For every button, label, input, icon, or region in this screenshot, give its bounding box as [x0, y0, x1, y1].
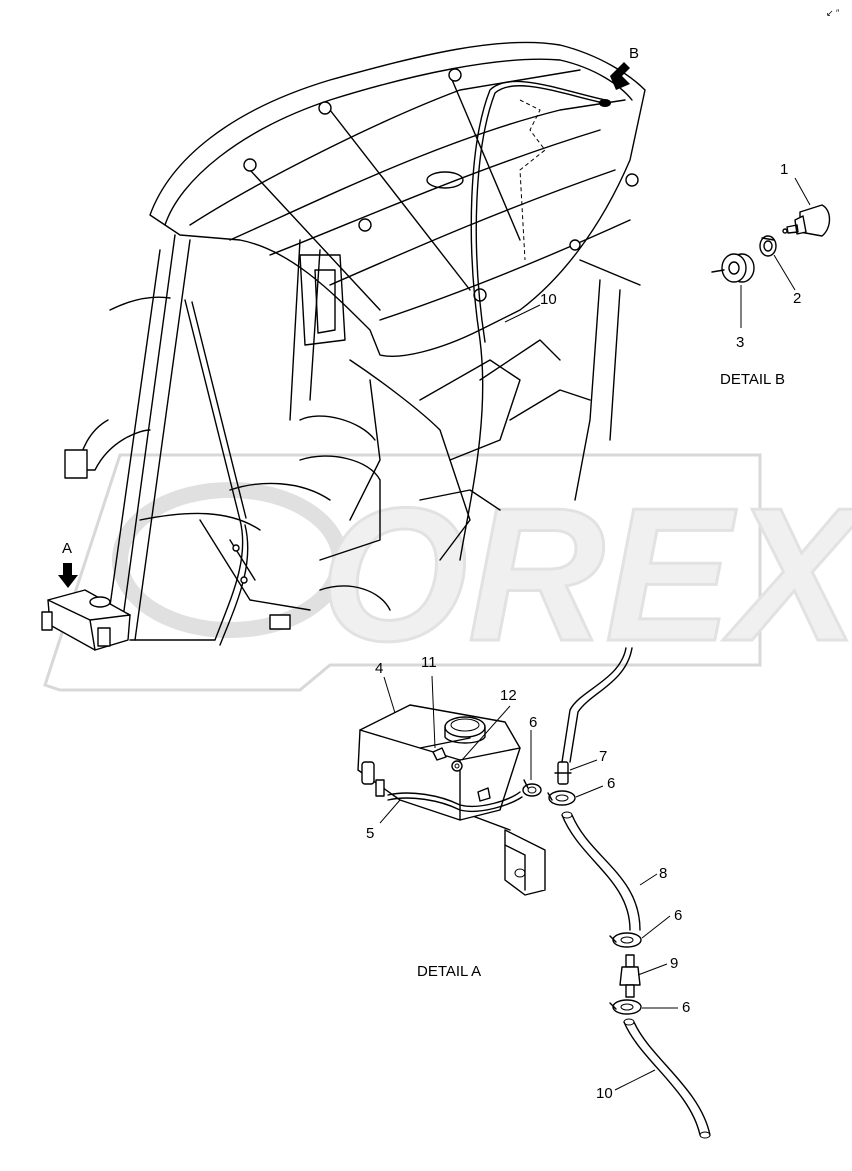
- part-number-12: 12: [500, 687, 517, 704]
- bushing-part: [759, 235, 777, 257]
- part-number-1: 1: [780, 161, 788, 178]
- callout-b-label: B: [629, 45, 639, 62]
- part-number-10-cab: 10: [540, 291, 557, 308]
- part-number-9: 9: [670, 955, 678, 972]
- cab-drawing: [41, 41, 646, 651]
- watermark-text: OREX: [320, 469, 852, 681]
- arrow-a-icon: [58, 563, 78, 588]
- part-number-8: 8: [659, 865, 667, 882]
- part-number-11: 11: [421, 654, 437, 671]
- corner-mark: ↙ ″: [826, 8, 840, 18]
- detail-b-parts: [711, 177, 831, 328]
- callout-a-label: A: [62, 540, 72, 557]
- hose-clip-part: [547, 790, 576, 806]
- part-number-3: 3: [736, 334, 744, 351]
- part-number-6: 6: [674, 907, 682, 924]
- hose-clip-part: [522, 779, 542, 797]
- grommet-part: [711, 253, 755, 283]
- detail-a-parts: [357, 647, 711, 1139]
- arrow-b-icon: [610, 62, 630, 90]
- reservoir-tank: [357, 704, 523, 821]
- part-number-4: 4: [375, 660, 383, 677]
- hose-clip-part: [609, 999, 642, 1015]
- detail-b-title: DETAIL B: [720, 371, 785, 388]
- detail-a-title: DETAIL A: [417, 963, 481, 980]
- watermark: OREX: [43, 453, 852, 692]
- part-number-7: 7: [599, 748, 607, 765]
- part-number-2: 2: [793, 290, 801, 307]
- check-valve-part: [619, 954, 641, 998]
- part-number-6: 6: [682, 999, 690, 1016]
- nozzle-part: [782, 204, 831, 237]
- part-number-5: 5: [366, 825, 374, 842]
- part-number-10: 10: [596, 1085, 613, 1102]
- part-number-6: 6: [529, 714, 537, 731]
- part-number-6: 6: [607, 775, 615, 792]
- connector-part: [554, 761, 572, 785]
- hose-clip-part: [609, 932, 642, 948]
